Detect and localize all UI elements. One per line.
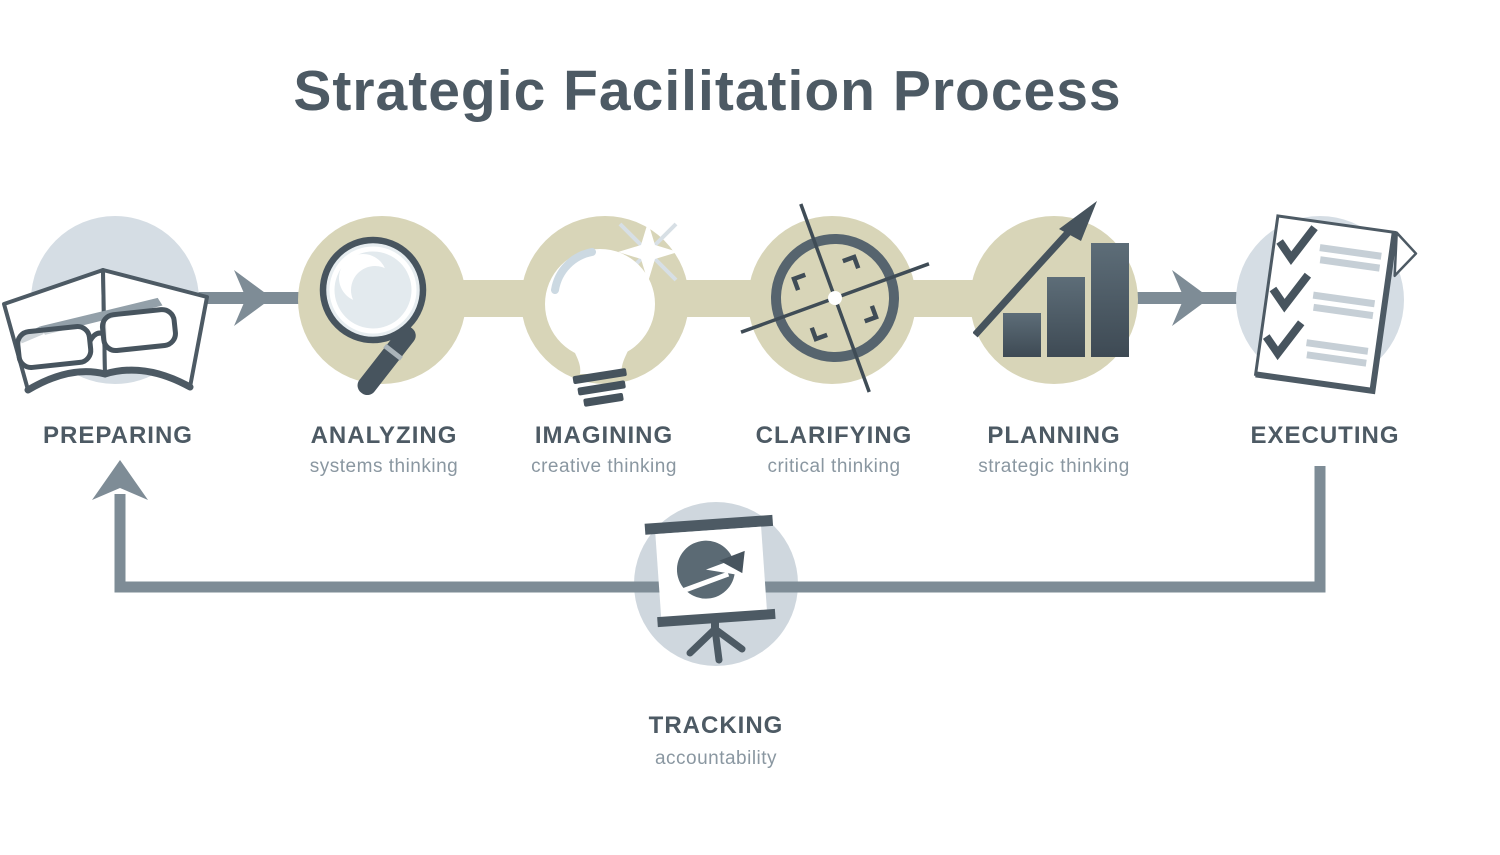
magnifying-glass-icon (319, 236, 427, 396)
stage-sublabel-imagining: creative thinking (531, 456, 677, 477)
lightbulb-icon (545, 222, 678, 407)
stage-sublabel-tracking: accountability (654, 748, 778, 769)
arrow-planning-to-executing (1136, 270, 1248, 326)
stage-label-clarifying: CLARIFYING (755, 422, 913, 449)
open-book-glasses-icon (2, 268, 209, 394)
stage-sublabel-analyzing: systems thinking (309, 456, 459, 477)
stage-label-planning: PLANNING (987, 422, 1121, 449)
stage-label-preparing: PREPARING (43, 422, 193, 449)
checklist-icon (1253, 214, 1418, 395)
stage-label-executing: EXECUTING (1250, 422, 1400, 449)
bar-chart-growth-icon (973, 201, 1129, 357)
presentation-easel-icon (644, 514, 776, 664)
stage-label-analyzing: ANALYZING (310, 422, 458, 449)
stage-sublabel-clarifying: critical thinking (767, 456, 901, 477)
stage-sublabel-planning: strategic thinking (978, 456, 1130, 477)
stage-label-imagining: IMAGINING (534, 422, 674, 449)
connector-band (382, 280, 1054, 317)
stage-label-tracking: TRACKING (648, 712, 784, 739)
page-title: Strategic Facilitation Process (293, 59, 1122, 123)
crosshair-target-icon (740, 203, 930, 393)
arrow-preparing-to-analyzing (190, 270, 302, 326)
